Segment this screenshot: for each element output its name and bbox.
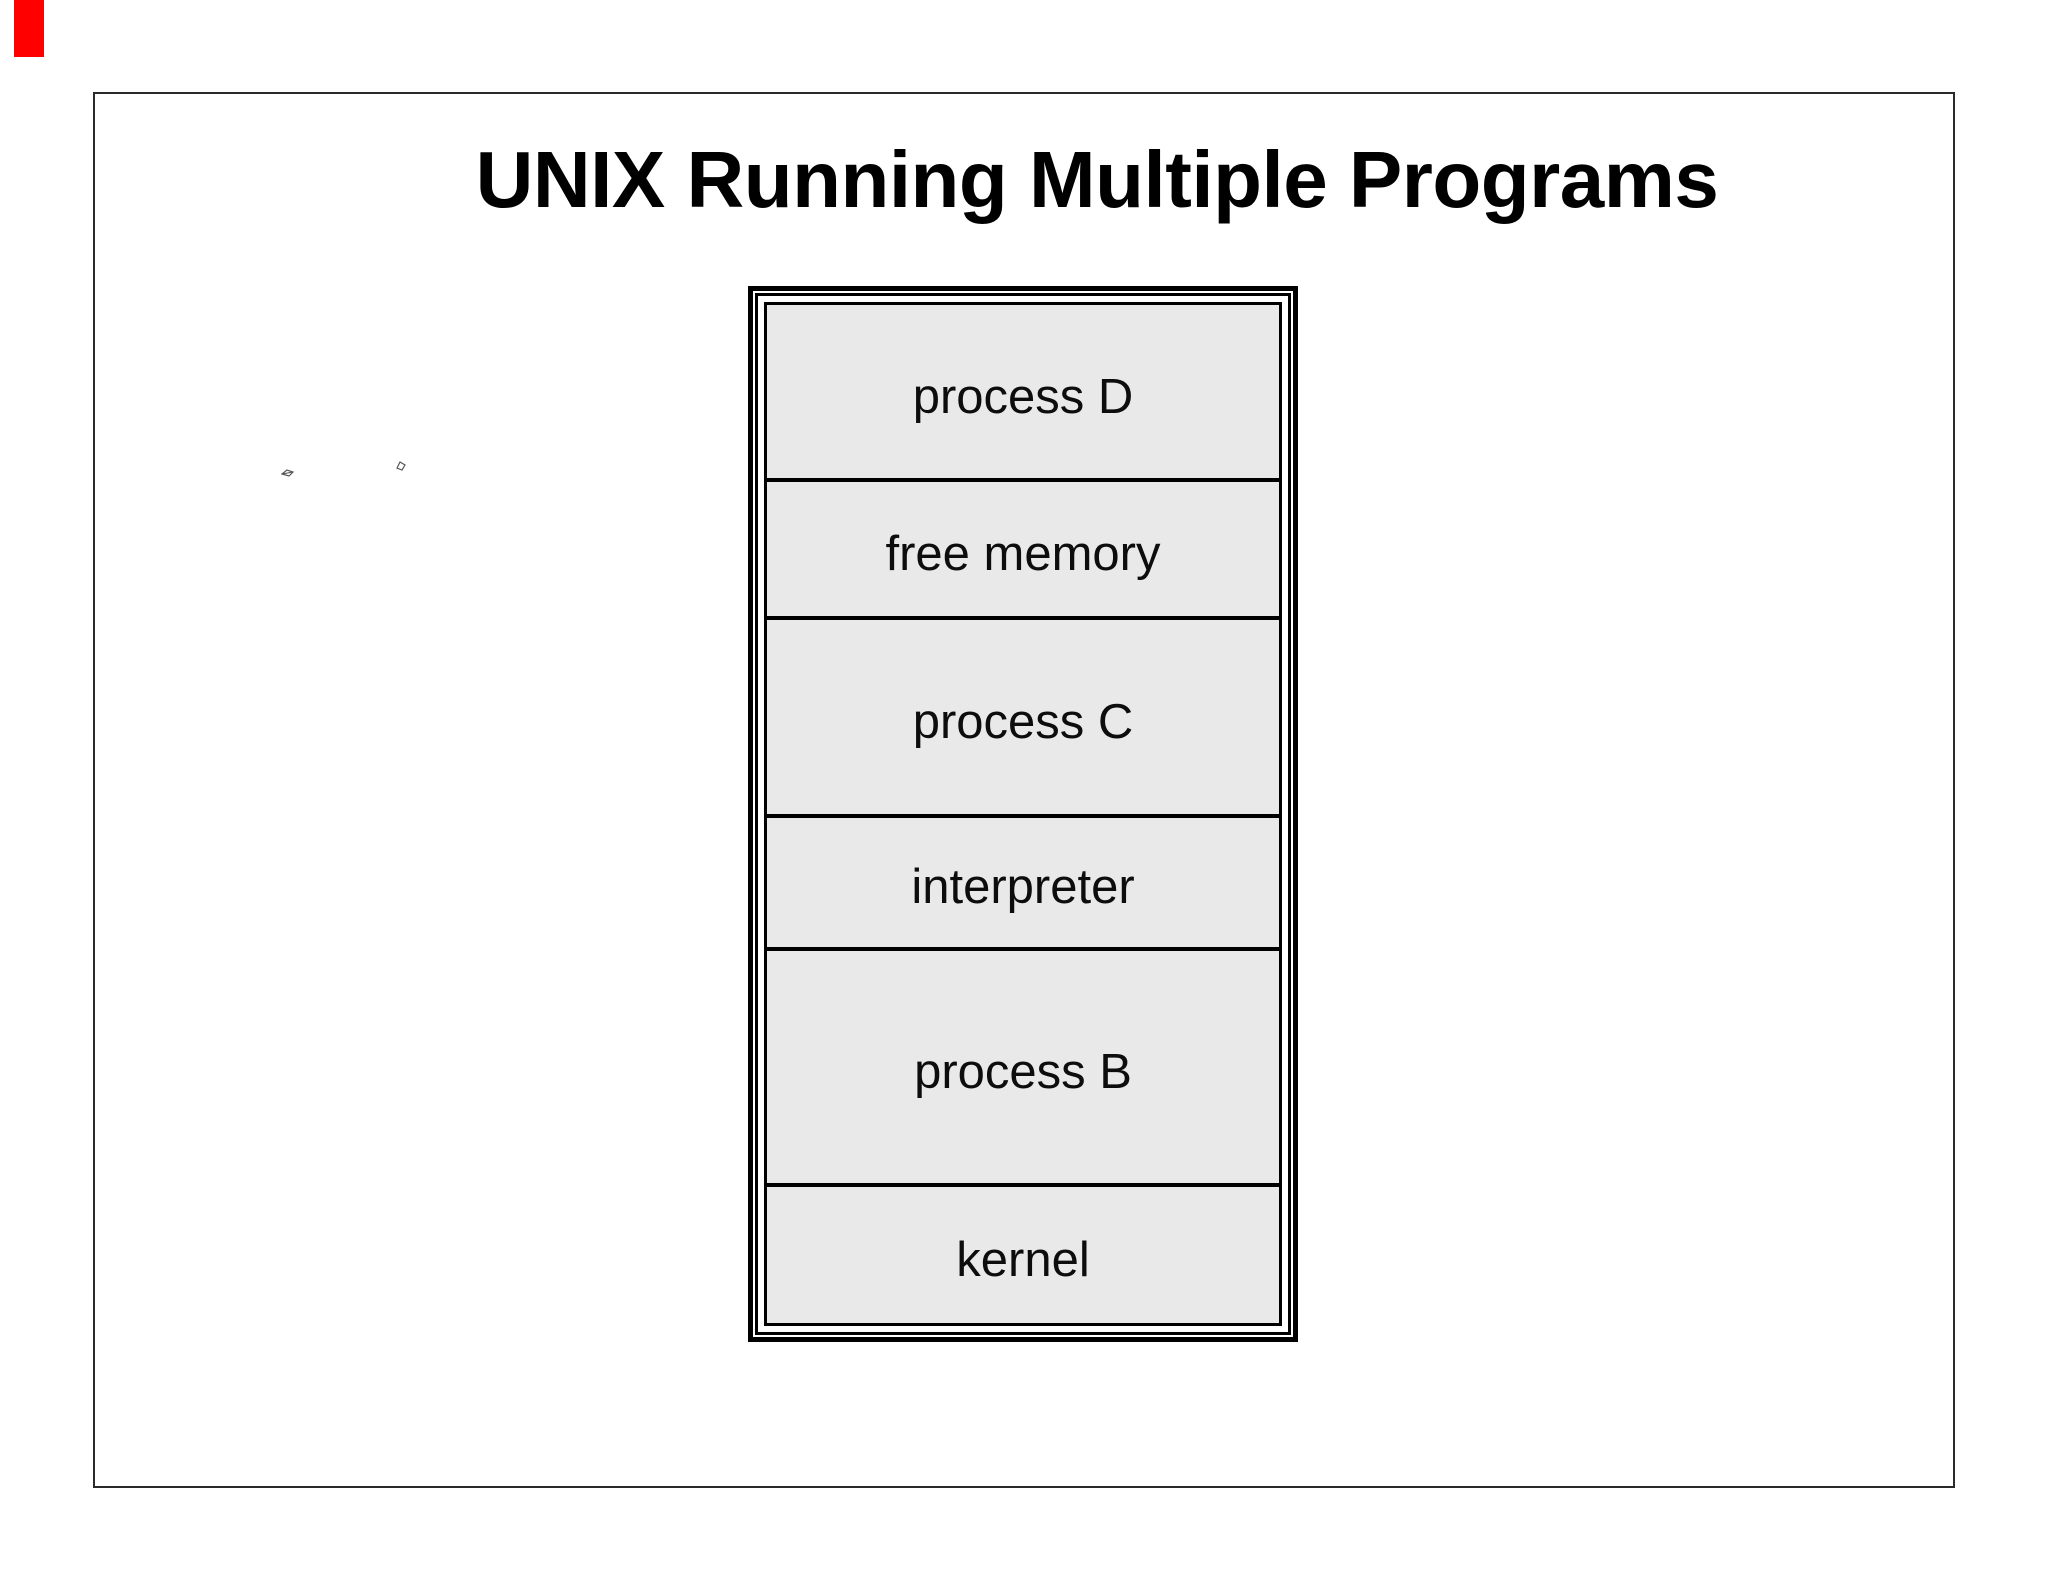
- memory-section-label: free memory: [885, 527, 1161, 582]
- memory-section-interpreter: interpreter: [767, 813, 1279, 947]
- memory-section-label: process B: [914, 1044, 1132, 1099]
- slide-title: UNIX Running Multiple Programs: [475, 135, 1719, 224]
- memory-section-kernel: kernel: [767, 1182, 1279, 1323]
- memory-stack: process D free memory process C interpre…: [764, 302, 1282, 1326]
- memory-section-label: interpreter: [911, 860, 1135, 915]
- memory-section-process-d: process D: [767, 305, 1279, 479]
- memory-section-free-memory: free memory: [767, 478, 1279, 617]
- memory-section-label: process D: [912, 369, 1134, 424]
- ink-speck-diamond-icon: [396, 461, 406, 471]
- memory-diagram: process D free memory process C interpre…: [748, 286, 1298, 1342]
- memory-section-label: process C: [912, 694, 1134, 749]
- memory-section-process-b: process B: [767, 946, 1279, 1183]
- memory-section-label: kernel: [956, 1232, 1090, 1287]
- memory-section-process-c: process C: [767, 616, 1279, 814]
- red-edge-artifact: [14, 0, 44, 57]
- ink-speck-arrow-icon: [281, 469, 295, 477]
- memory-diagram-inner-frame: process D free memory process C interpre…: [755, 293, 1291, 1335]
